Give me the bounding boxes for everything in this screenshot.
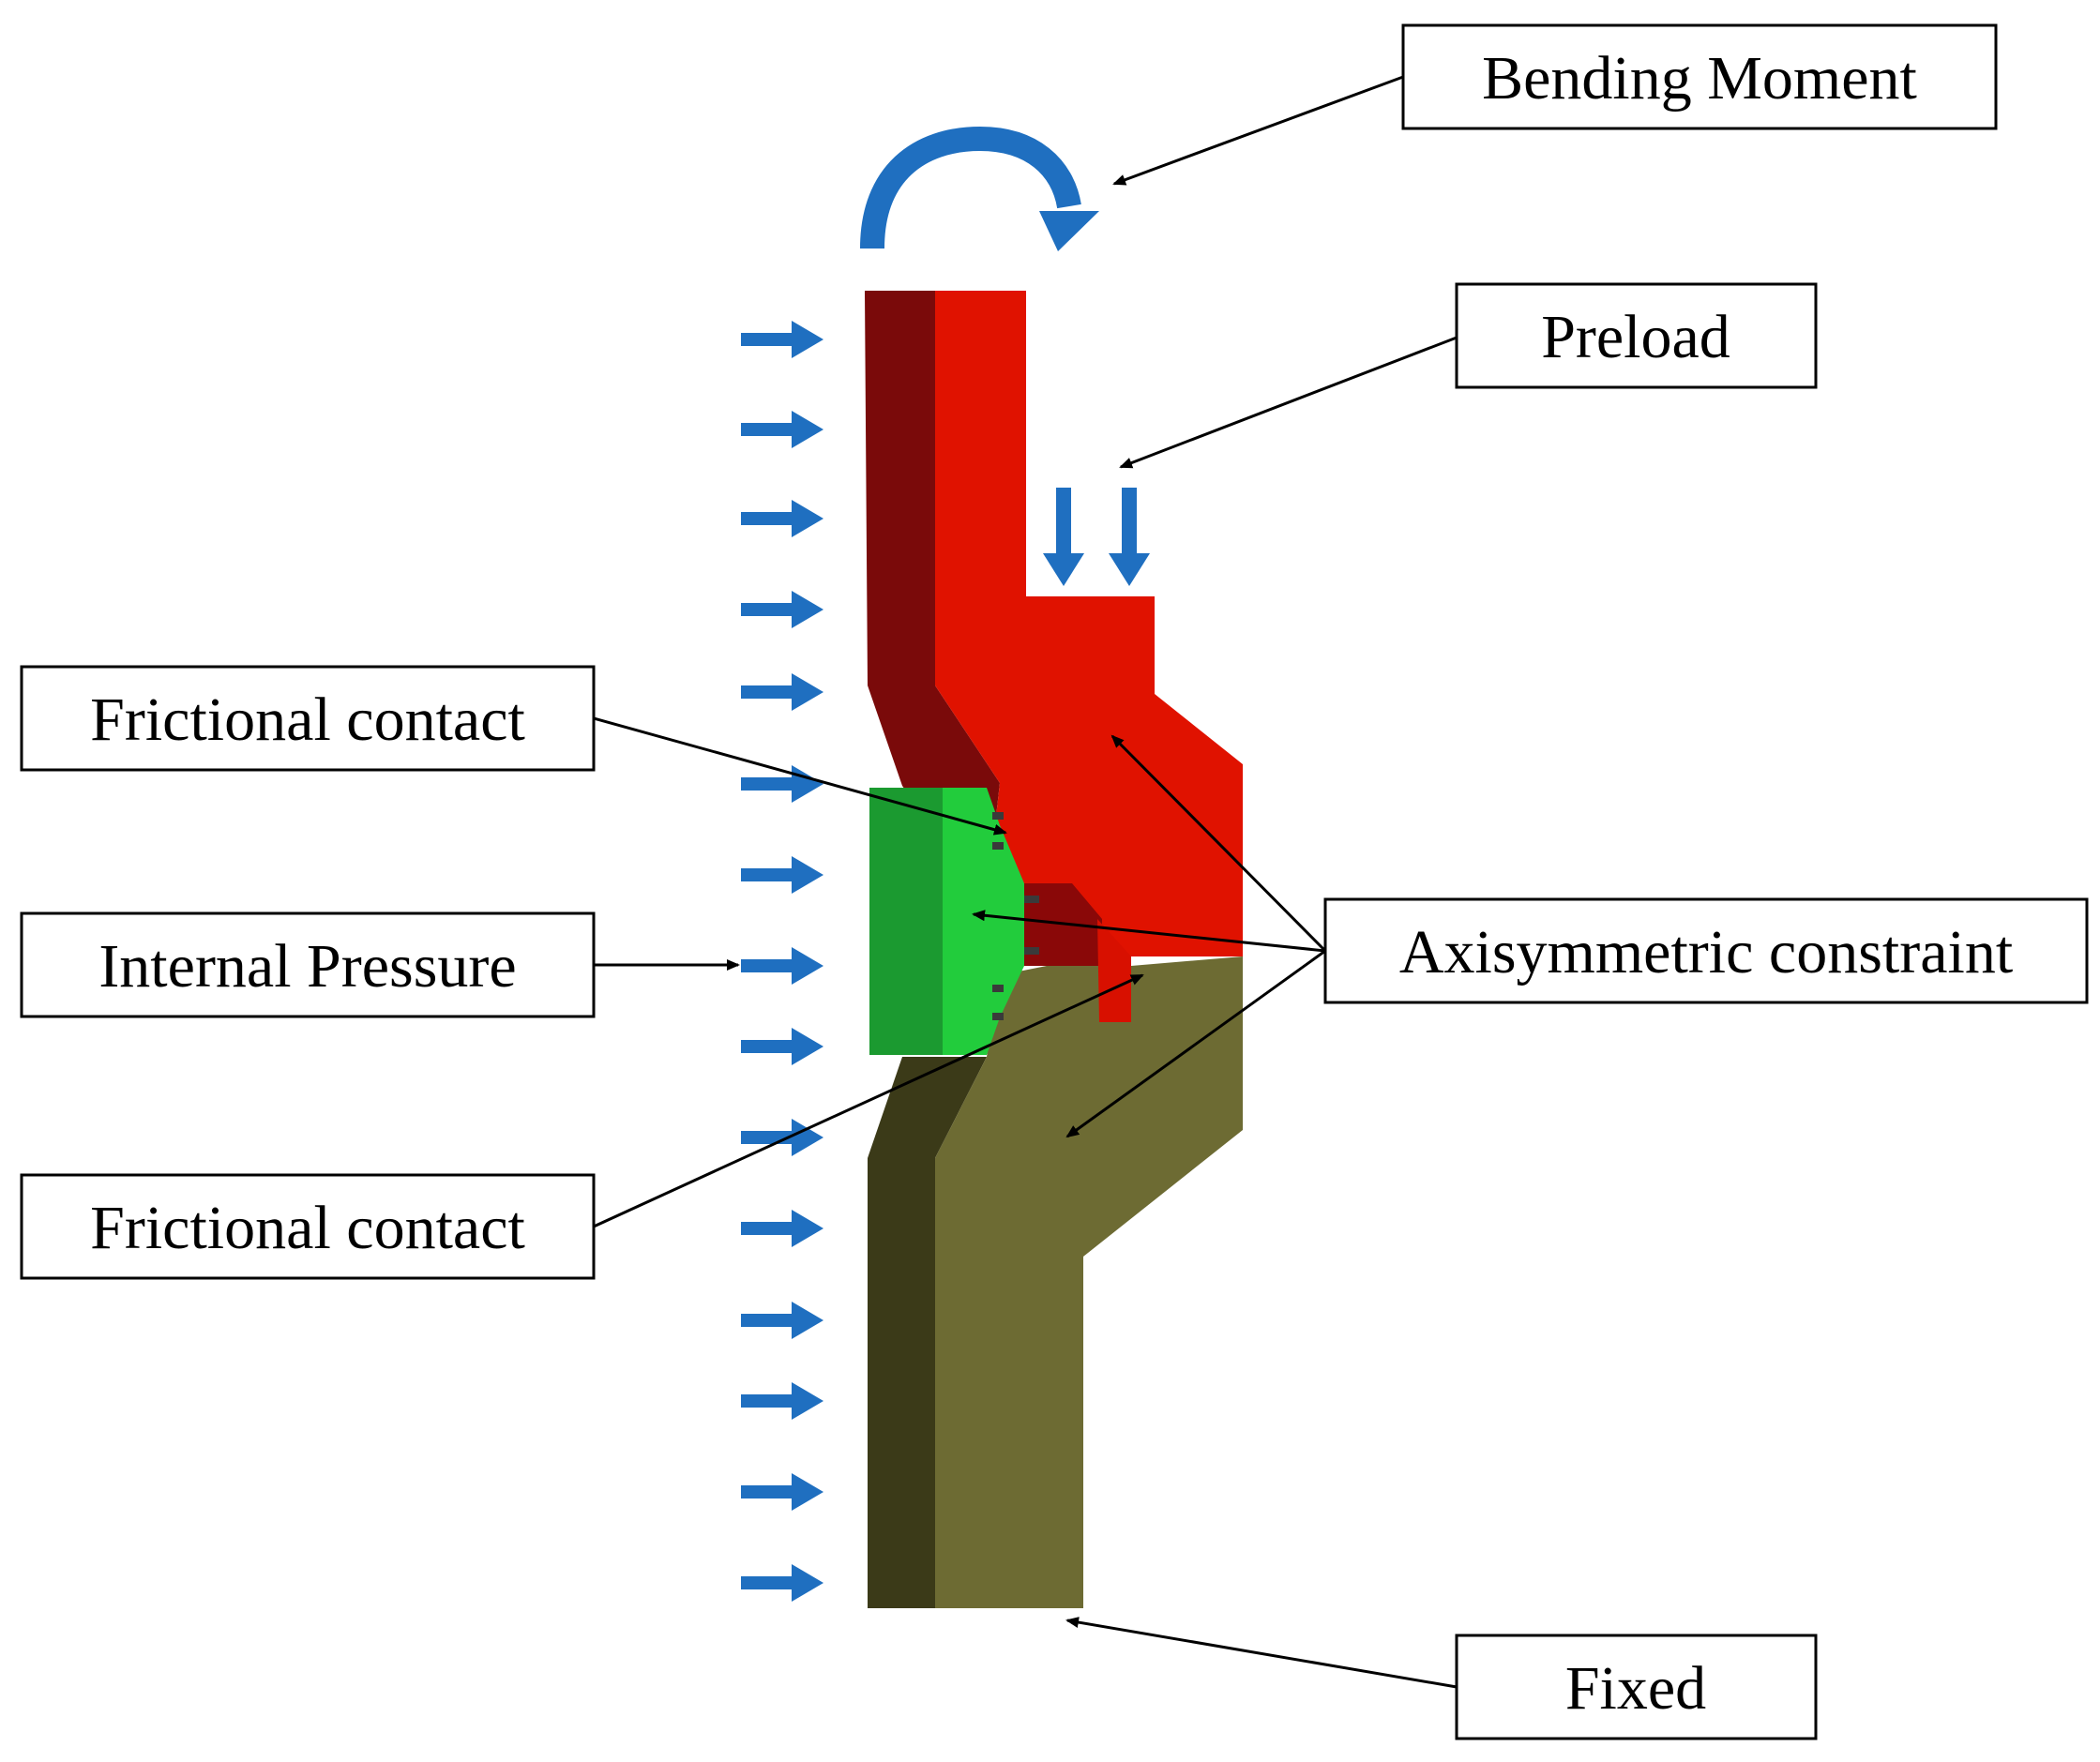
down-arrow-icon [1043, 488, 1150, 586]
seal-tooth-1 [992, 812, 1004, 820]
lower-hub-body [935, 956, 1243, 1608]
seal-ring-front [943, 788, 1024, 1055]
label-frictional-contact-top-text: Frictional contact [90, 685, 525, 754]
right-arrow-icon [741, 321, 823, 1602]
seal-ring-back [869, 788, 943, 1055]
leader-axisym-2 [972, 910, 1326, 953]
label-axisymmetric-constraint: Axisymmetric constraint [1323, 897, 2089, 1004]
seal-ring [869, 788, 1039, 1055]
clamp-lip-stem [1097, 919, 1131, 1022]
leader-axisym-1 [1110, 734, 1327, 953]
seal-tooth-3 [1024, 896, 1039, 903]
curved-arrow-icon [860, 126, 1099, 251]
label-frictional-contact-top: Frictional contact [20, 665, 596, 772]
label-frictional-contact-bottom: Frictional contact [20, 1173, 596, 1280]
label-preload-text: Preload [1541, 303, 1730, 371]
leader-bending-moment [1112, 75, 1404, 186]
seal-tooth-5 [992, 985, 1004, 992]
seal-tooth-4 [1024, 947, 1039, 955]
leader-axisym-3 [1065, 949, 1326, 1138]
label-frictional-contact-bottom-text: Frictional contact [90, 1194, 525, 1262]
lower-hub-inner-face [868, 1158, 935, 1608]
leader-frictional-contact-top [593, 716, 1007, 836]
label-axisymmetric-constraint-text: Axisymmetric constraint [1399, 918, 2013, 986]
label-fixed: Fixed [1455, 1634, 1818, 1740]
label-internal-pressure: Internal Pressure [20, 911, 596, 1018]
leader-fixed [1065, 1617, 1458, 1689]
label-preload: Preload [1455, 282, 1818, 389]
label-bending-moment: Bending Moment [1401, 23, 1998, 130]
leader-frictional-contact-bottom [593, 973, 1144, 1228]
label-fixed-text: Fixed [1565, 1654, 1706, 1723]
label-internal-pressure-text: Internal Pressure [98, 932, 516, 1001]
lower-hub [868, 956, 1243, 1608]
lower-hub-taper [868, 1057, 987, 1158]
seal-tooth-6 [992, 1013, 1004, 1020]
label-bending-moment-text: Bending Moment [1482, 44, 1917, 113]
seal-tooth-2 [992, 842, 1004, 850]
leader-preload [1119, 336, 1458, 469]
leader-lines [593, 75, 1458, 1689]
upper-hub-inner-face [865, 291, 1000, 900]
